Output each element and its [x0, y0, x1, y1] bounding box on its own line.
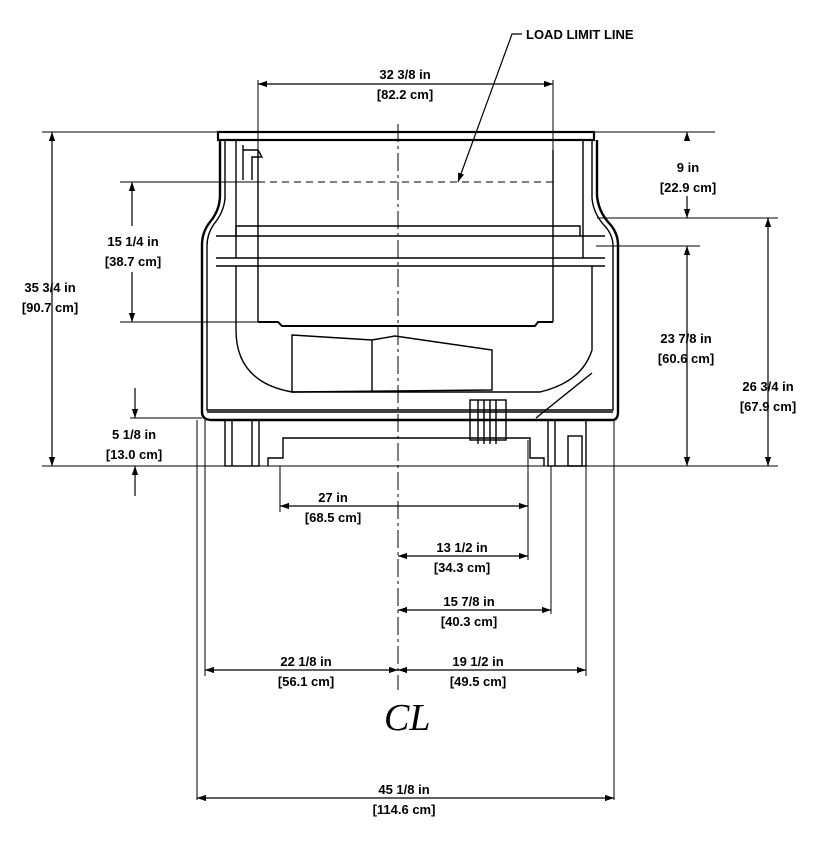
- overall-height-metric: [90.7 cm]: [22, 300, 78, 315]
- cutout-width-imperial: 27 in: [318, 490, 348, 505]
- cabinet-inner-wall: [206, 140, 614, 411]
- cutout-width-metric: [68.5 cm]: [305, 510, 361, 525]
- rail: [235, 225, 581, 236]
- height-right-imperial: 26 3/4 in: [742, 379, 793, 394]
- centerline-symbol: CL: [384, 697, 430, 739]
- load-limit-leader: [457, 33, 522, 183]
- base-height-metric: [13.0 cm]: [106, 447, 162, 462]
- dimension-lines: [48, 33, 772, 802]
- right-foot: [547, 419, 587, 467]
- right-from-cl-metric: [49.5 cm]: [450, 674, 506, 689]
- top-rim: [216, 130, 596, 142]
- overall-width-imperial: 45 1/8 in: [378, 782, 429, 797]
- drain-valve: [469, 399, 507, 444]
- left-from-cl-imperial: 22 1/8 in: [280, 654, 331, 669]
- upper-depth-imperial: 9 in: [677, 160, 699, 175]
- foot-offset-imperial: 15 7/8 in: [443, 594, 494, 609]
- base-cutout: [267, 437, 545, 466]
- left-foot: [224, 419, 260, 467]
- overall-width-metric: [114.6 cm]: [373, 802, 436, 817]
- base-height-imperial: 5 1/8 in: [112, 427, 156, 442]
- upper-depth-metric: [22.9 cm]: [660, 180, 716, 195]
- heating-element: [291, 334, 493, 393]
- height-inner-metric: [60.6 cm]: [658, 351, 714, 366]
- cutout-half-metric: [34.3 cm]: [434, 560, 490, 575]
- dimension-labels: LOAD LIMIT LINE 32 3/8 in [82.2 cm] 9 in…: [22, 27, 796, 817]
- foot-offset-metric: [40.3 cm]: [441, 614, 497, 629]
- right-from-cl-imperial: 19 1/2 in: [452, 654, 503, 669]
- equipment-outline: [200, 130, 620, 467]
- top-width-metric: [82.2 cm]: [377, 87, 433, 102]
- left-latch-hook: [243, 149, 264, 180]
- left-from-cl-metric: [56.1 cm]: [278, 674, 334, 689]
- top-width-imperial: 32 3/8 in: [379, 67, 430, 82]
- centerline-symbol-c: CL: [384, 697, 430, 739]
- pan-depth-metric: [38.7 cm]: [105, 254, 161, 269]
- load-limit-label: LOAD LIMIT LINE: [526, 27, 634, 42]
- height-right-metric: [67.9 cm]: [740, 399, 796, 414]
- pan-depth-imperial: 15 1/4 in: [107, 234, 158, 249]
- cutout-half-imperial: 13 1/2 in: [436, 540, 487, 555]
- cabinet-outer: [200, 140, 620, 422]
- drain-slope: [535, 372, 593, 419]
- height-inner-imperial: 23 7/8 in: [660, 331, 711, 346]
- basin: [235, 266, 593, 393]
- pan-bottom: [258, 321, 553, 327]
- extension-lines: [42, 80, 778, 800]
- overall-height-imperial: 35 3/4 in: [24, 280, 75, 295]
